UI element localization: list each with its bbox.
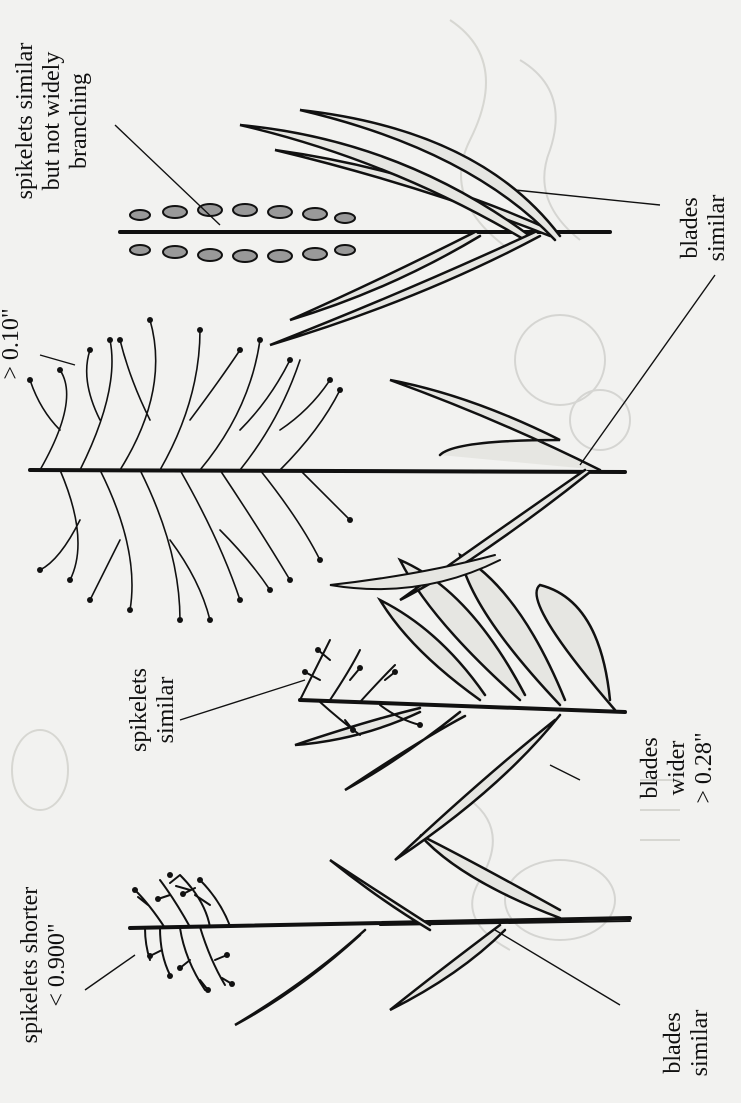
leader-lines [40, 125, 715, 1005]
plant-2-blade [395, 715, 560, 860]
label-spikelets-shorter: spikelets shorter < 0.900" [17, 855, 77, 1075]
leader-blades-wider [550, 765, 580, 780]
plant-2-stem [300, 700, 625, 712]
plant-1-blade [330, 860, 430, 930]
plant-3-large-panicle [27, 317, 625, 623]
label-top-cutoff: > 0.10" [0, 304, 26, 384]
leader-spikelets-similar [180, 680, 305, 720]
plant-1-small-panicle [130, 835, 630, 1025]
plant-4-narrow-spike [120, 110, 610, 345]
plant-2-wide-blades [295, 555, 625, 860]
leader-blades-similar-right [580, 275, 715, 465]
bleed-through-background [12, 20, 680, 950]
plant-2-panicle [300, 640, 423, 735]
leader-spikelets-shorter [85, 955, 135, 990]
plant-1-blade [390, 925, 505, 1010]
label-spikelets-similar-narrow: spikelets similar but not widely branchi… [12, 6, 98, 236]
leader-top-cutoff [40, 355, 75, 365]
plant-1-blade [420, 835, 560, 918]
plant-1-panicle [132, 872, 235, 993]
plant-2-blade [295, 708, 420, 745]
leader-blades-similar-left [495, 930, 620, 1005]
label-blades-similar-left: blades similar [660, 983, 720, 1103]
plant-3-stem [30, 470, 625, 472]
label-spikelets-similar: spikelets similar [126, 645, 186, 775]
leader-blades-similar-right-2 [515, 190, 660, 205]
label-blades-wider: blades wider > 0.28" [637, 708, 723, 828]
plant-1-blade [235, 930, 365, 1025]
plant-3-blade [390, 380, 600, 470]
label-blades-similar-right: blades similar [677, 168, 737, 288]
